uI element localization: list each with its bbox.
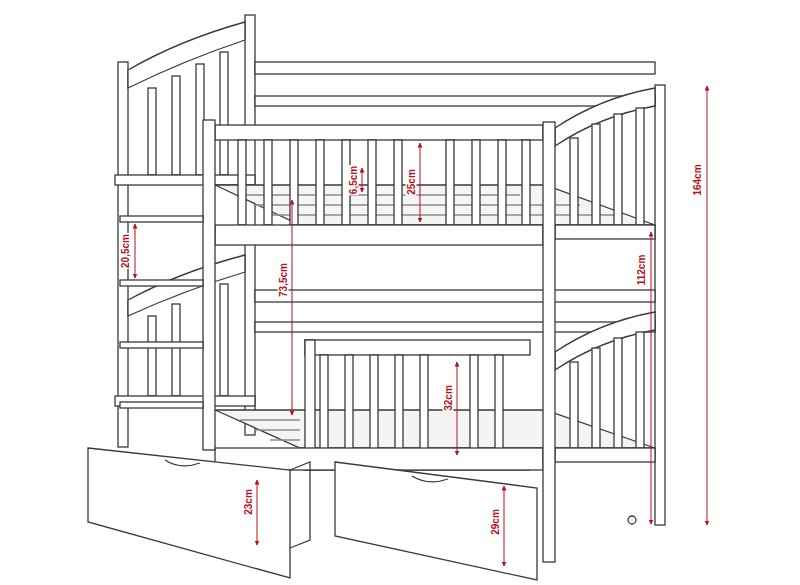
dimension-label: 112cm [636, 254, 647, 287]
dimension-label: 164cm [692, 163, 703, 196]
dimension-label: 25cm [406, 168, 417, 196]
dimension-label: 32cm [443, 384, 454, 412]
dimension-label: 29cm [490, 508, 501, 536]
dimension-lines [135, 86, 707, 566]
dimension-label: 73,5cm [278, 262, 289, 298]
bed-lines [88, 15, 665, 580]
dimension-label: 23cm [243, 488, 254, 516]
dimension-label: 20,5cm [120, 233, 131, 269]
dimension-label: 6,5cm [348, 165, 359, 195]
